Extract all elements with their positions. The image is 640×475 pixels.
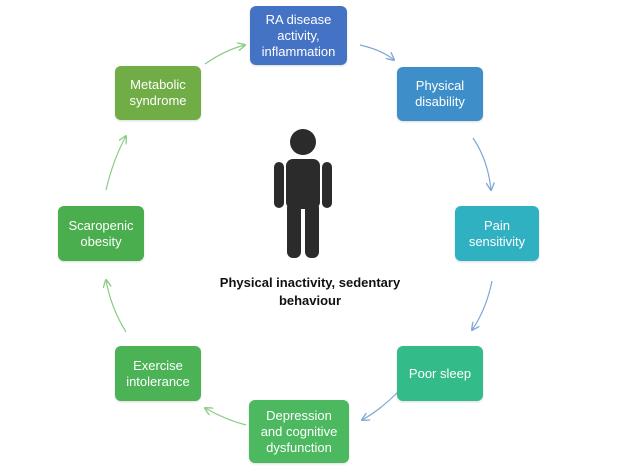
center-label: Physical inactivity, sedentary behaviour — [205, 274, 415, 310]
arrow-sarcopenic-to-metabolic — [105, 136, 126, 191]
node-depression-label: Depression and cognitive dysfunction — [260, 407, 338, 455]
arrow-sleep-to-depression — [362, 391, 399, 420]
node-physical-disability-label: Physical disability — [415, 78, 465, 109]
node-pain-sensitivity: Pain sensitivity — [455, 206, 539, 261]
arrow-depression-to-exercise — [205, 408, 247, 426]
node-physical-disability: Physical disability — [397, 67, 483, 121]
center-label-text: Physical inactivity, sedentary behaviour — [219, 275, 401, 308]
arrow-disability-to-pain — [472, 137, 491, 190]
person-icon — [274, 129, 332, 258]
arrow-exercise-to-sarcopenic — [106, 280, 127, 333]
node-sarcopenic-obesity: Scaropenic obesity — [58, 206, 144, 261]
arrow-ra-to-disability — [359, 44, 394, 60]
node-ra-disease-label: RA disease activity, inflammation — [261, 11, 336, 59]
node-pain-sensitivity-label: Pain sensitivity — [468, 217, 526, 249]
node-exercise-intolerance-label: Exercise intolerance — [126, 357, 190, 389]
node-metabolic-syndrome-label: Metabolic syndrome — [129, 77, 187, 108]
node-depression: Depression and cognitive dysfunction — [249, 400, 349, 463]
node-poor-sleep: Poor sleep — [397, 346, 483, 401]
node-poor-sleep-label: Poor sleep — [408, 365, 472, 381]
node-ra-disease: RA disease activity, inflammation — [250, 6, 347, 65]
node-sarcopenic-obesity-label: Scaropenic obesity — [68, 217, 134, 249]
node-metabolic-syndrome: Metabolic syndrome — [115, 66, 201, 120]
arrow-pain-to-sleep — [472, 280, 493, 330]
arrow-metabolic-to-ra — [204, 45, 245, 65]
node-exercise-intolerance: Exercise intolerance — [115, 346, 201, 401]
